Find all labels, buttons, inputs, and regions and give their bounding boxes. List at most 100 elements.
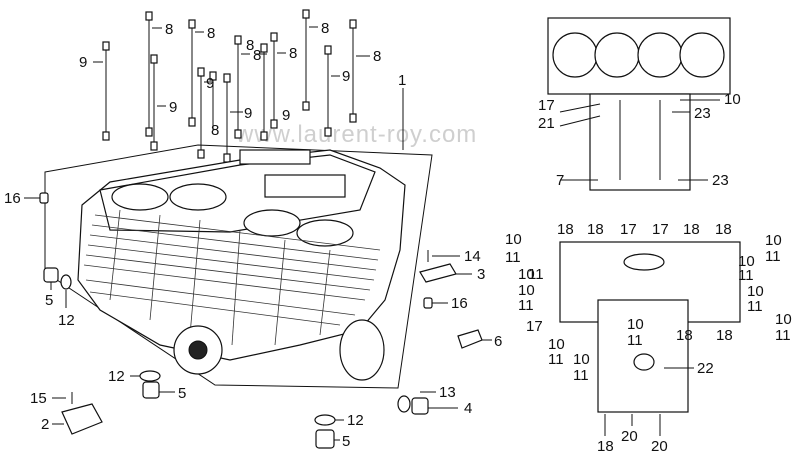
guide-plate — [419, 263, 457, 283]
part-label: 18 — [587, 221, 604, 238]
plug — [43, 267, 59, 283]
bolt-label: 9 — [282, 107, 290, 124]
part-label: 22 — [697, 360, 714, 377]
part-label: 11 — [505, 249, 521, 266]
bolt-label: 9 — [79, 54, 87, 71]
part-label: 17 — [526, 318, 543, 335]
part-label: 10 — [573, 351, 590, 368]
bolt — [270, 32, 278, 129]
part-label: 13 — [439, 384, 456, 401]
part-label: 18 — [683, 221, 700, 238]
crank-hub — [188, 340, 208, 360]
bore — [594, 32, 640, 78]
part-label: 10 — [738, 253, 755, 270]
cap — [411, 397, 429, 415]
seal — [397, 395, 411, 413]
bore-3 — [243, 209, 301, 237]
part-label: 10 — [518, 266, 535, 283]
bolt-label: 9 — [244, 105, 252, 122]
plug — [315, 429, 335, 449]
part-label: 11 — [548, 351, 564, 368]
lower-case-view: 18 18 17 17 18 18 10 11 10 11 10 11 17 1… — [505, 221, 792, 455]
oil-port — [623, 253, 665, 271]
dowel-pin — [39, 192, 49, 204]
part-label: 15 — [30, 390, 47, 407]
part-label: 11 — [738, 267, 754, 284]
bolt-label: 9 — [169, 99, 177, 116]
part-label: 10 — [765, 232, 782, 249]
o-ring — [314, 414, 336, 426]
part-label: 10 — [505, 231, 522, 248]
part-label: 10 — [518, 282, 535, 299]
part-label: 12 — [108, 368, 125, 385]
part-label: 21 — [538, 115, 555, 132]
bolt-labels: 8 8 8 8 8 8 8 8 9 9 9 9 9 9 — [79, 20, 381, 139]
part-label: 18 — [676, 327, 693, 344]
bolt — [188, 19, 196, 127]
bolt — [150, 54, 158, 151]
bolt-group — [102, 9, 357, 163]
part-label: 5 — [178, 385, 186, 402]
bracket — [61, 403, 103, 435]
bolt-label: 9 — [342, 68, 350, 85]
part-label: 11 — [627, 332, 643, 349]
bolt-label: 8 — [207, 25, 215, 42]
clip — [457, 329, 483, 349]
o-ring — [139, 370, 161, 382]
bolt — [102, 41, 110, 141]
part-label: 11 — [528, 266, 544, 283]
part-label: 10 — [548, 336, 565, 353]
part-label: 17 — [538, 97, 555, 114]
left-parts: 16 5 12 12 5 15 2 — [4, 190, 186, 435]
part-label: 5 — [45, 292, 53, 309]
bore-1 — [111, 183, 169, 211]
part-label: 2 — [41, 416, 49, 433]
upper-case-body — [589, 93, 691, 191]
part-label: 20 — [651, 438, 668, 455]
bolt — [324, 45, 332, 137]
upper-case-view: 17 21 7 10 23 23 — [538, 17, 741, 191]
part-label: 16 — [451, 295, 468, 312]
rear-housing — [339, 319, 385, 381]
part-label: 10 — [627, 316, 644, 333]
cooling-fins — [83, 209, 381, 346]
bore — [552, 32, 598, 78]
bolt — [349, 19, 357, 123]
bolt — [234, 35, 242, 139]
bolt — [302, 9, 310, 111]
part-label: 14 — [464, 248, 481, 265]
o-ring — [60, 274, 72, 290]
bolt-label: 8 — [253, 47, 261, 64]
plug — [142, 381, 160, 399]
crankcase-assembly: 1 — [44, 72, 433, 389]
bore-2 — [169, 183, 227, 211]
part-label: 23 — [694, 105, 711, 122]
part-label: 18 — [715, 221, 732, 238]
bolt — [260, 43, 268, 141]
right-parts: 14 3 16 6 13 4 12 5 — [314, 248, 502, 450]
assembly-label: 1 — [398, 72, 406, 89]
part-label: 12 — [347, 412, 364, 429]
bolt-label: 8 — [321, 20, 329, 37]
part-label: 3 — [477, 266, 485, 283]
part-label: 17 — [620, 221, 637, 238]
part-label: 18 — [597, 438, 614, 455]
bore-4 — [296, 219, 354, 247]
part-label: 11 — [573, 367, 589, 384]
bolt-label: 9 — [206, 75, 214, 92]
part-label: 10 — [747, 283, 764, 300]
part-label: 11 — [518, 297, 534, 314]
bolt-label: 8 — [373, 48, 381, 65]
part-label: 10 — [775, 311, 792, 328]
part-label: 23 — [712, 172, 729, 189]
bolt-label: 8 — [246, 37, 254, 54]
bolt — [223, 73, 231, 163]
part-label: 11 — [765, 248, 781, 265]
part-label: 12 — [58, 312, 75, 329]
part-label: 20 — [621, 428, 638, 445]
bolt — [209, 71, 217, 130]
bolt — [145, 11, 153, 137]
top-cover — [264, 174, 346, 198]
part-label: 18 — [557, 221, 574, 238]
